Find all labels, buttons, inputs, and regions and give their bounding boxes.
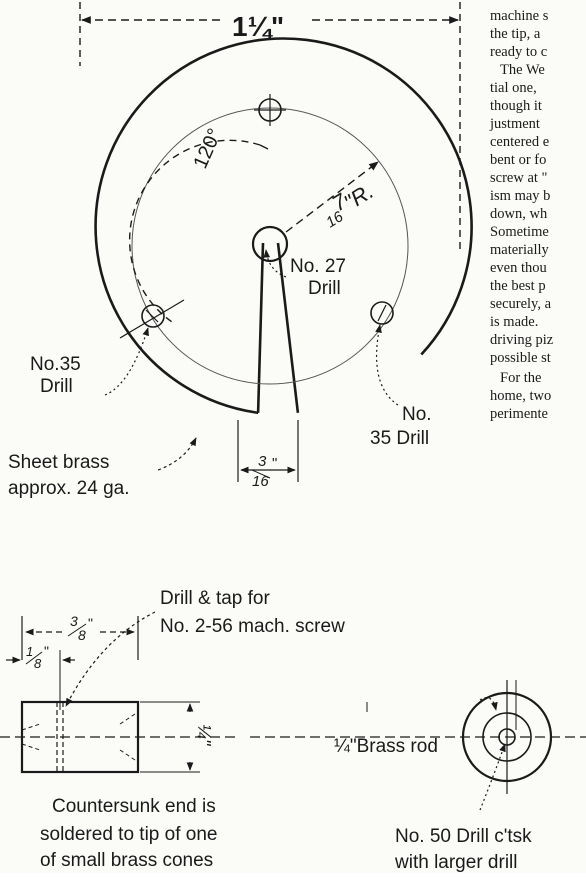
cylinder-caption-3: of small brass cones [40,850,213,871]
slot-dim-frac-bar [251,469,271,479]
body-text-line: justment [489,116,540,132]
material-label-2: approx. 24 ga. [8,478,129,499]
slot-dim-unit: " [272,455,277,472]
slot-dim-den: 16 [252,473,269,490]
drill-tap-note-2: No. 2-56 mach. screw [160,616,345,637]
countersink-left-a [21,723,41,731]
body-text-line: the best p [490,278,546,294]
body-text-line: centered e [490,134,549,150]
body-text-line: tial one, [490,80,537,96]
body-text-line: though it [490,98,542,114]
bolt-circle [131,107,409,385]
left-hole-label: No.35 [30,354,81,375]
center-hole-label: No. 27 [290,256,346,277]
angle-arc [128,139,261,323]
body-text-line: bent or fo [490,152,546,168]
body-text-line: machine s [490,8,549,24]
disc-drawing [79,2,473,482]
cylinder-caption-1: Countersunk end is [52,796,216,817]
cylinder-labels: 3 8 " 1 8 " ¼" Drill & tap for No. 2-56 … [25,588,345,871]
cyl-offset-frac-bar [25,651,43,665]
cylinder-drawing [0,611,240,774]
countersink-right-a [119,711,139,725]
center-hole-label-2: Drill [308,278,341,299]
radius-dim-line [285,161,379,233]
left-hole-leader [119,299,185,339]
body-text-line: perimente [490,406,548,422]
body-text-line: securely, a [490,296,552,312]
material-leader [157,437,197,471]
body-text-line: The We [500,62,545,78]
rod-drill-note-2: with larger drill [394,852,517,873]
cyl-length-den: 8 [78,627,86,643]
right-hole [370,301,394,325]
body-text-line: possible st [490,350,551,366]
rod-drill-note: No. 50 Drill c'tsk [395,826,532,847]
drill-tap-leader [65,611,156,707]
rod-label: ¼"Brass rod [334,736,438,757]
angle-arc-tick [259,144,269,150]
rod-label-leader [479,697,498,711]
slot-right-edge [276,242,300,413]
right-drill-leader [375,324,399,406]
body-text-line: driving piz [490,332,554,348]
body-text-line: materially [490,242,550,258]
cyl-length-frac-bar [67,623,87,637]
cyl-offset-den: 8 [34,656,42,671]
body-text-line: is made. [490,314,538,330]
angle-label: 120° [189,125,226,172]
rod-drawing [250,680,586,811]
body-text-line: ready to c [490,44,547,60]
body-text-line: Sometime [490,224,549,240]
left-hole-label-2: Drill [40,376,73,397]
right-hole-label-2: 35 Drill [370,428,429,449]
body-text-line: even thou [490,260,547,276]
right-hole-mark [377,304,387,322]
cyl-height-label: ¼" [194,724,214,747]
body-text-line: For the [500,370,541,386]
cyl-length-unit: " [88,615,93,631]
body-text-line: the tip, a [490,26,541,42]
disc-width-label: 1¼" [232,11,284,42]
body-text-line: down, wh [490,206,548,222]
countersink-left-b [21,743,41,751]
body-text-column: machine s the tip, a ready to c The We t… [489,8,554,422]
right-hole-label: No. [402,404,432,425]
left-drill-leader [104,327,149,396]
rod-drill-leader [479,743,506,811]
center-hole [251,225,289,263]
cylinder-caption-2: soldered to tip of one [40,824,217,845]
countersink-right-b [119,749,139,763]
cyl-offset-num: 1 [26,644,33,659]
drill-tap-note: Drill & tap for [160,588,270,609]
disc-outline [94,37,473,415]
left-hole-mark [145,309,159,323]
body-text-line: screw at " [490,170,548,186]
slot-dim-num: 3 [258,453,267,470]
body-text-line: home, two [490,388,551,404]
cyl-length-num: 3 [70,613,78,629]
cyl-offset-unit: " [44,643,49,659]
disc-labels: 1¼" 120° 7 16 "R. No. 27 Drill No.35 Dri… [8,11,432,499]
left-hole [141,304,165,328]
body-text-line: ism may b [490,188,550,204]
slot-left-edge [256,242,265,413]
material-label: Sheet brass [8,452,109,473]
rod-labels: ¼"Brass rod No. 50 Drill c'tsk with larg… [334,736,532,873]
